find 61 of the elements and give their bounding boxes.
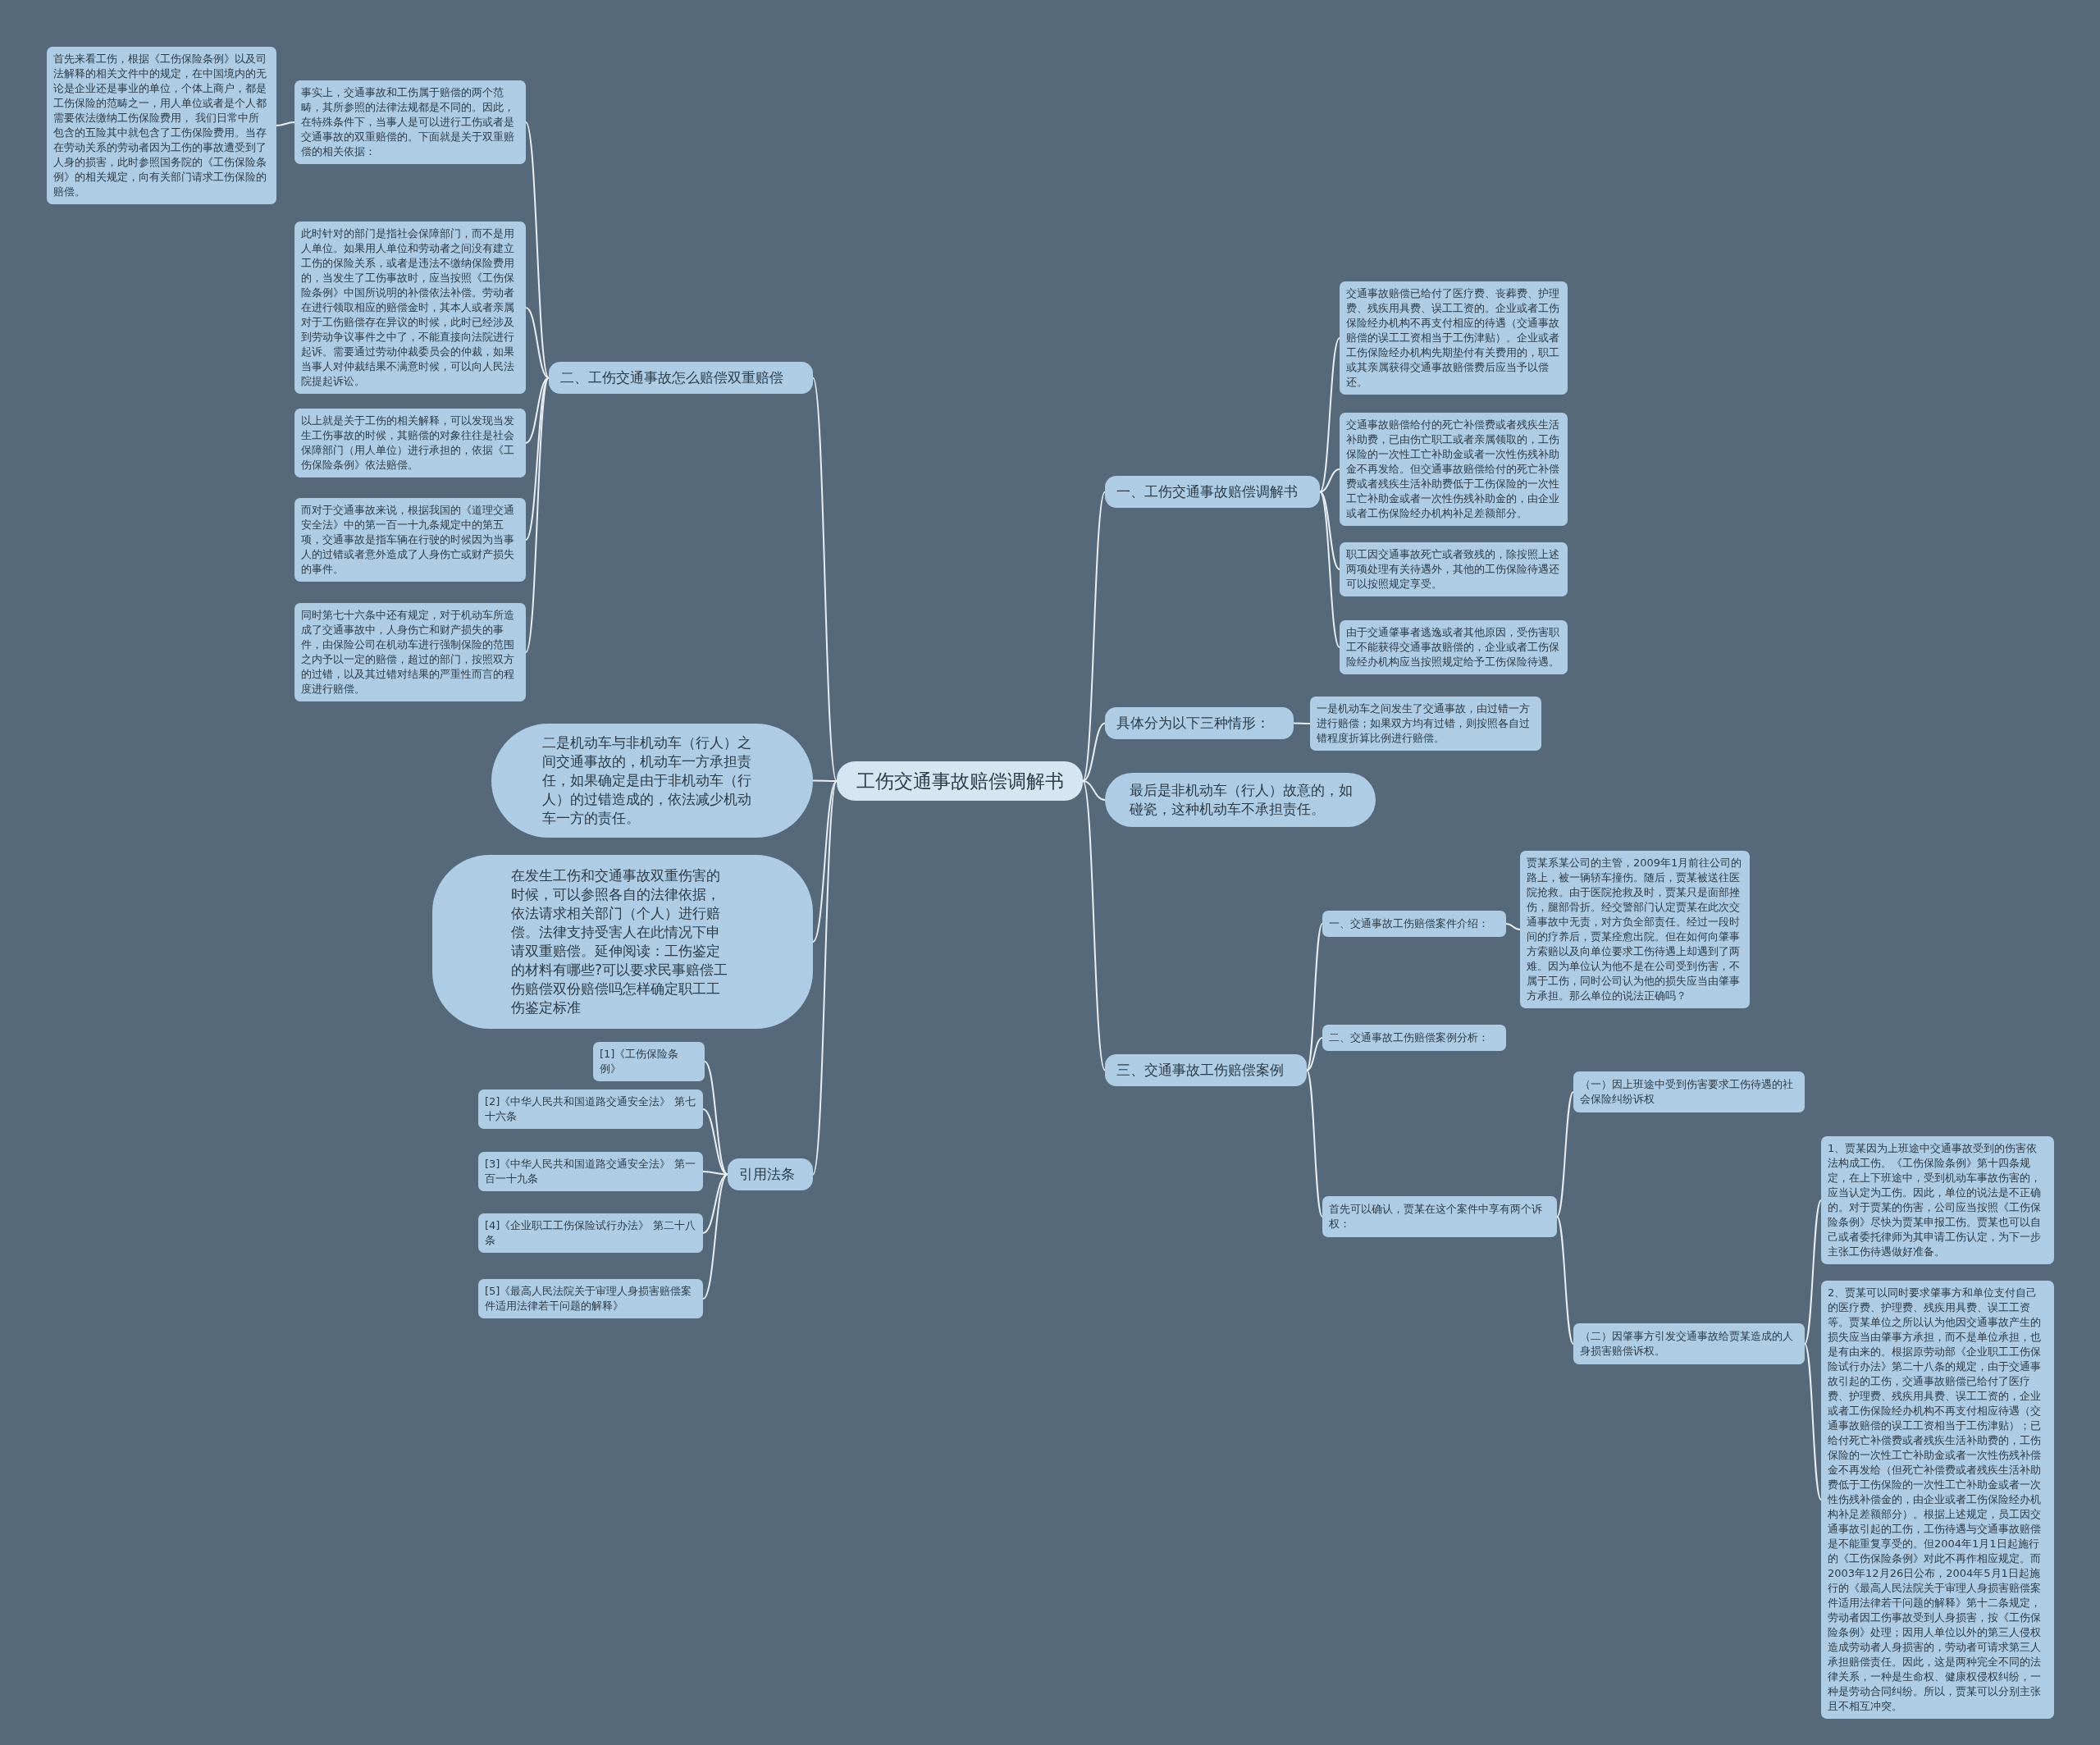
note-box: [5]《最高人民法院关于审理人身损害赔偿案件适用法律若干问题的解释》: [478, 1279, 703, 1318]
topic-box: 二、工伤交通事故怎么赔偿双重赔偿: [549, 362, 813, 394]
note-box: 同时第七十六条中还有规定，对于机动车所造成了交通事故中，人身伤亡和财产损失的事件，由保险公司在机动车进行强制保险的范围之内予以一定的赔偿，超过的部门，按照双方的过错，以及其过错对结果的严重性而言的程度进行赔偿。: [294, 603, 526, 701]
subtopic-box: 首先可以确认，贾某在这个案件中享有两个诉权：: [1322, 1196, 1557, 1237]
note-box: 事实上，交通事故和工伤属于赔偿的两个范畴，其所参照的法律法规都是不同的。因此，在特殊条件下，当事人是可以进行工伤或者是交通事故的双重赔偿的。下面就是关于双重赔偿的相关依据：: [294, 80, 526, 164]
connector-line: [812, 377, 838, 782]
connector-line: [1306, 1037, 1323, 1071]
note-box: [1]《工伤保险条例》: [593, 1042, 705, 1081]
connector-line: [1804, 1343, 1822, 1501]
topic-box: 具体分为以下三种情形：: [1105, 707, 1294, 739]
subtopic-box: （一）因上班途中受到伤害要求工伤待遇的社会保险纠纷诉权: [1573, 1071, 1805, 1112]
connector-line: [525, 121, 550, 379]
subtopic-box: 二、交通事故工伤赔偿案例分析：: [1322, 1025, 1506, 1051]
connector-line: [1082, 780, 1106, 1071]
note-box: 贾某系某公司的主管，2009年1月前往公司的路上，被一辆轿车撞伤。随后，贾某被送往医院抢救。由于医院抢救及时，贾某只是面部挫伤，腿部骨折。经交警部门认定贾某在此次交通事故中无责，对方负全部责任。经过一段时间的疗养后，贾某痊愈出院。但在如何向肇事方索赔以及向单位要求工伤待遇上却遇到了两难。因为单位认为他不是在公司受到伤害，不属于工伤，同时公司认为他的损失应当由肇事方承担。那么单位的说法正确吗？: [1520, 851, 1750, 1008]
note-box: [3]《中华人民共和国道路交通安全法》 第一百一十九条: [478, 1152, 703, 1191]
note-box: 以上就是关于工伤的相关解释，可以发现当发生工伤事故的时候，其赔偿的对象往往是社会保障部门（用人单位）进行承担的，依据《工伤保险条例》依法赔偿。: [294, 409, 526, 477]
connector-line: [812, 779, 838, 782]
note-box: 2、贾某可以同时要求肇事方和单位支付自己的医疗费、护理费、残疾用具费、误工工资等。贾某单位之所以认为他因交通事故产生的损失应当由肇事方承担，而不是单位承担，也是有由来的。根据原劳动部《企业职工工伤保险试行办法》第二十八条的规定，由于交通事故引起的工伤，交通事故赔偿已给付了医疗费、护理费、残疾用具费、误工工资的，企业或者工伤保险经办机构不再支付相应待遇（交通事故赔偿的误工工资相当于工伤津贴）；已给付死亡补偿费或者残疾生活补助费的，工伤保险的一次性工亡补助金或者一次性伤残补偿金不再发给（但死亡补偿费或者残疾生活补助费低于工伤保险的一次性工亡补助金或者一次性伤残补偿金的，由企业或者工伤保险经办机构补足差额部分）。根据上述规定，员工因交通事故引起的工伤，工伤待遇与交通事故赔偿是不能重复享受的。但2004年1月1日起施行的《工伤保险条例》对此不再作相应规定。而2003年12月26日公布，2004年5月1日起施行的《最高人民法院关于审理人身损害赔偿案件适用法律若干问题的解释》第十二条规定，劳动者因工伤事故受到人身损害，按《工伤保险条例》处理；因用人单位以外的第三人侵权造成劳动者人身损害的，劳动者可请求第三人承担赔偿责任。因此，这是两种完全不同的法律关系，一种是生命权、健康权侵权纠纷，一种是劳动合同纠纷。所以，贾某可以分别主张且不相互冲突。: [1821, 1281, 2054, 1719]
connector-line: [1082, 491, 1106, 782]
connector-line: [1319, 468, 1340, 493]
connector-line: [276, 121, 295, 126]
connector-line: [525, 377, 550, 653]
connector-line: [525, 377, 550, 444]
note-box: [4]《企业职工工伤保险试行办法》 第二十八条: [478, 1213, 703, 1253]
connector-line: [1306, 1069, 1323, 1217]
central-topic: 工伤交通事故赔偿调解书: [837, 761, 1083, 801]
connector-line: [1293, 722, 1311, 724]
note-box: 由于交通肇事者逃逸或者其他原因，受伤害职工不能获得交通事故赔偿的，企业或者工伤保险经办机构应当按照规定给予工伤保险待遇。: [1340, 620, 1568, 674]
note-box: [2]《中华人民共和国道路交通安全法》 第七十六条: [478, 1089, 703, 1129]
topic-box: 三、交通事故工伤赔偿案例: [1105, 1054, 1307, 1086]
note-box: 首先来看工伤，根据《工伤保险条例》以及司法解释的相关文件中的规定，在中国境内的无论是企业还是事业的单位，个体上商户，都是工伤保险的范畴之一，用人单位或者是个人都需要依法缴纳工伤保险费用， 我们日常中所包含的五险其中就包含了工伤保险费用。当存在劳动关系的劳动者因为工伤的事故遭受到了人身的损害，此时参照国务院的《工伤保险条例》的相关规定，向有关部门请求工伤保险的赔偿。: [47, 47, 276, 204]
connector-line: [1319, 337, 1340, 493]
connector-line: [1319, 491, 1340, 648]
connector-line: [1319, 491, 1340, 570]
note-box: 交通事故赔偿已给付了医疗费、丧葬费、护理费、残疾用具费、误工工资的。企业或者工伤保险经办机构不再支付相应的待遇（交通事故赔偿的误工工资相当于工伤津贴）。企业或者工伤保险经办机构先期垫付有关费用的，职工或其亲属获得交通事故赔偿费后应当予以偿还。: [1340, 281, 1568, 395]
topic-box: 引用法条: [728, 1158, 813, 1190]
connector-line: [525, 307, 550, 379]
note-box: 1、贾某因为上班途中交通事故受到的伤害依法构成工伤。《工伤保险条例》第十四条规定，在上下班途中，受到机动车事故伤害的，应当认定为工伤。因此，单位的说法是不正确的。对于贾某的伤害，公司应当按照《工伤保险条例》尽快为贾某申报工伤。贾某也可以自己或者委托律师为其申请工伤认定，为下一步主张工伤待遇做好准备。: [1821, 1136, 2054, 1264]
subtopic-box: （二）因肇事方引发交通事故给贾某造成的人身损害赔偿诉权。: [1573, 1323, 1805, 1364]
topic-bubble: 最后是非机动车（行人）故意的，如碰瓷，这种机动车不承担责任。: [1105, 773, 1376, 827]
topic-bubble: 二是机动车与非机动车（行人）之间交通事故的，机动车一方承担责任，如果确定是由于非机动车（行人）的过错造成的，依法减少机动车一方的责任。: [491, 724, 813, 838]
connector-line: [812, 780, 838, 1176]
connector-line: [1082, 780, 1106, 801]
connector-line: [1804, 1199, 1822, 1345]
connector-line: [1306, 923, 1323, 1071]
subtopic-box: 一、交通事故工伤赔偿案件介绍：: [1322, 911, 1506, 937]
note-box: 一是机动车之间发生了交通事故，由过错一方进行赔偿；如果双方均有过错，则按照各自过错程度折算比例进行赔偿。: [1310, 697, 1541, 751]
note-box: 职工因交通事故死亡或者致残的，除按照上述两项处理有关待遇外，其他的工伤保险待遇还可以按照规定享受。: [1340, 542, 1568, 596]
note-box: 此时针对的部门是指社会保障部门，而不是用人单位。如果用人单位和劳动者之间没有建立工伤的保险关系，或者是违法不缴纳保险费用的，当发生了工伤事故时，应当按照《工伤保险条例》中国所说明的补偿依法补偿。劳动者在进行领取相应的赔偿金时，其本人或者亲属对于工伤赔偿存在异议的时候，此时已经涉及到劳动争议事件之中了，不能直接向法院进行起诉。需要通过劳动仲裁委员会的仲裁，如果当事人对仲裁结果不满意时候，可以向人民法院提起诉讼。: [294, 222, 526, 394]
topic-bubble: 在发生工伤和交通事故双重伤害的时候，可以参照各自的法律依据，依法请求相关部门（个人）进行赔偿。法律支持受害人在此情况下申请双重赔偿。延伸阅读：工伤鉴定的材料有哪些?可以要求民事赔偿工伤赔偿双份赔偿吗怎样确定职工工伤鉴定标准: [432, 855, 813, 1029]
note-box: 交通事故赔偿给付的死亡补偿费或者残疾生活补助费，已由伤亡职工或者亲属领取的，工伤保险的一次性工亡补助金或者一次性伤残补助金不再发给。但交通事故赔偿给付的死亡补偿费或者残疾生活补助费低于工伤保险的一次性工亡补助金或者一次性伤残补助金的，由企业或者工伤保险经办机构补足差额部分。: [1340, 413, 1568, 526]
connector-line: [812, 780, 838, 943]
connector-line: [1556, 1216, 1574, 1345]
topic-box: 一、工伤交通事故赔偿调解书: [1105, 476, 1320, 508]
connector-line: [525, 377, 550, 541]
connector-line: [1082, 722, 1106, 782]
connector-line: [1505, 923, 1521, 930]
note-box: 而对于交通事故来说，根据我国的《道理交通安全法》中的第一百一十九条规定中的第五项，交通事故是指车辆在行驶的时候因为当事人的过错或者意外造成了人身伤亡或财产损失的事件。: [294, 498, 526, 582]
connector-line: [1556, 1091, 1574, 1217]
connector-line: [702, 1173, 728, 1300]
